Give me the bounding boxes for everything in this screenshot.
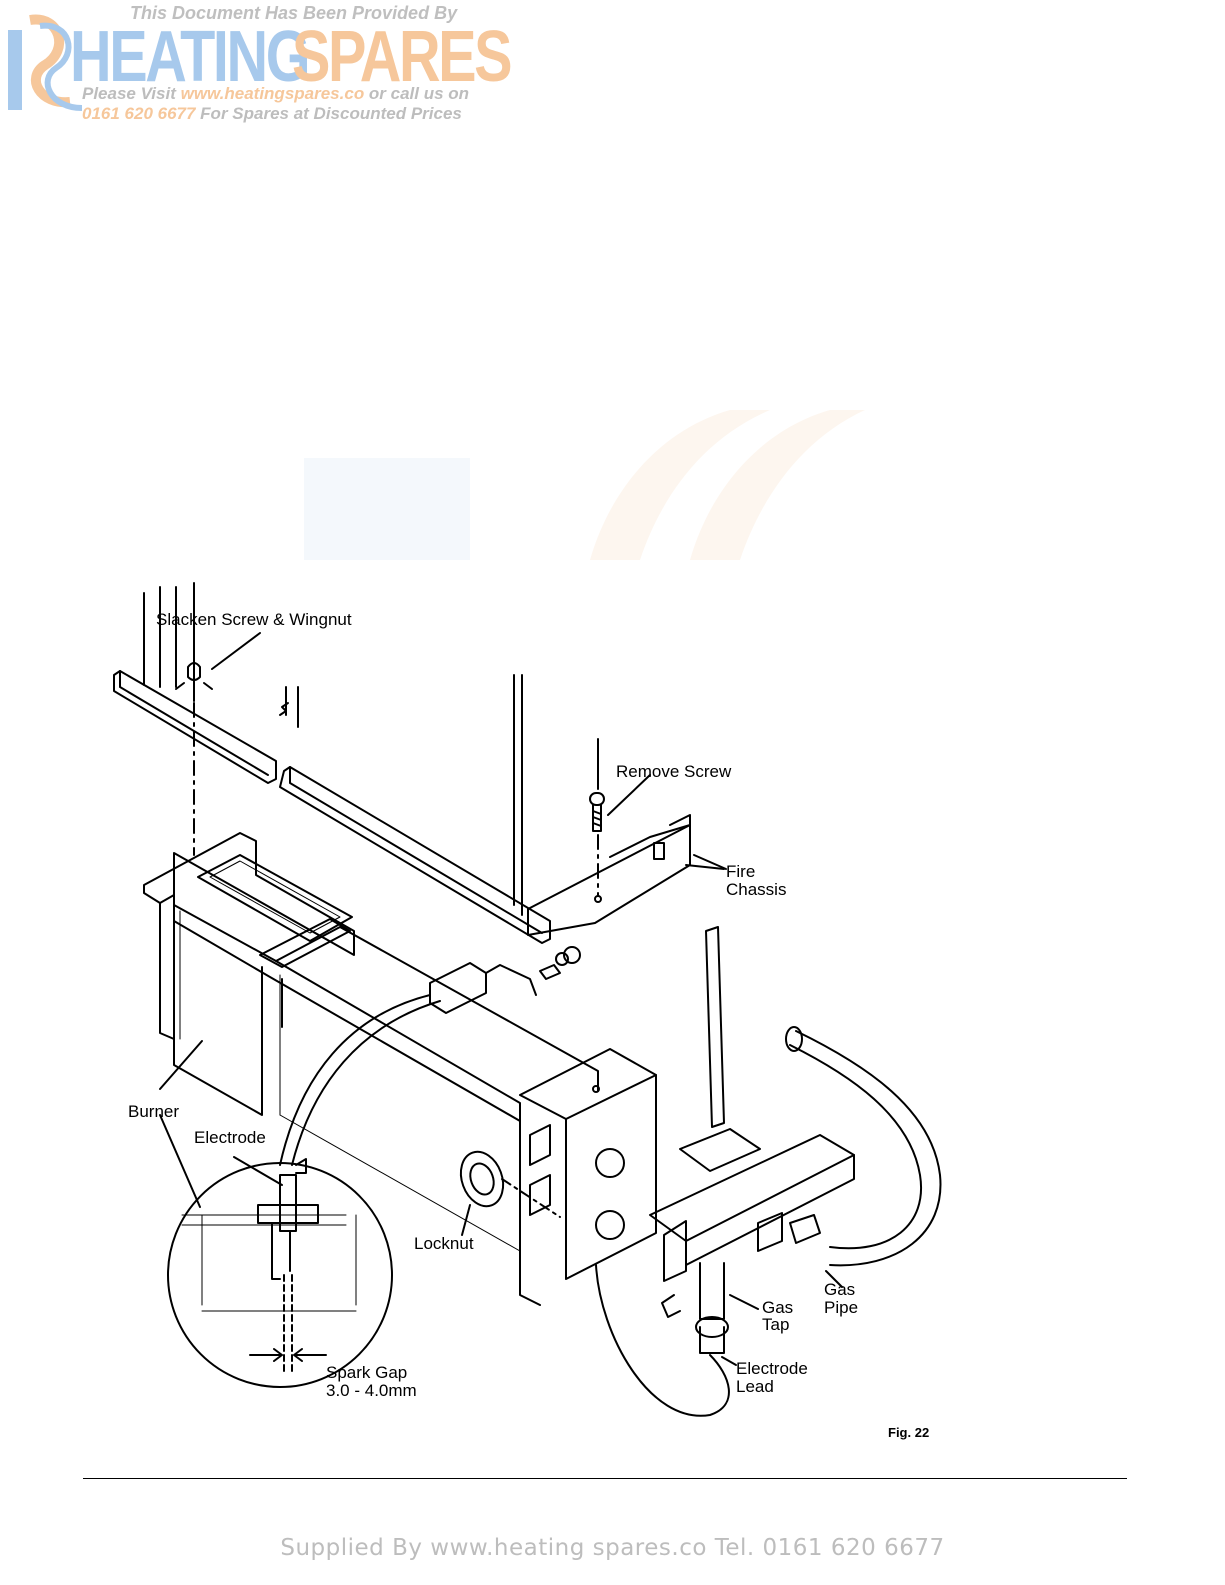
label-gas-pipe-line1: Gas xyxy=(824,1280,856,1299)
label-spark-gap-line2: 3.0 - 4.0mm xyxy=(326,1381,417,1400)
background-watermark-block xyxy=(304,458,470,560)
heating-spares-logo: HEATING SPARES xyxy=(0,10,513,120)
logo-heating-text: HEATING xyxy=(70,17,311,97)
label-electrode-lead-line2: Lead xyxy=(736,1377,774,1396)
phone-suffix: For Spares at Discounted Prices xyxy=(195,104,462,123)
hs-logo-icon xyxy=(8,14,83,111)
visit-suffix: or call us on xyxy=(364,84,470,103)
logo-spares-text: SPARES xyxy=(292,17,513,97)
diagram-drawing xyxy=(113,582,942,1417)
label-chassis: Chassis xyxy=(726,880,787,899)
wingnut-screw-icon xyxy=(175,662,213,702)
footer-divider xyxy=(83,1478,1127,1479)
label-gas-pipe-line2: Pipe xyxy=(824,1298,859,1317)
locknut-icon xyxy=(459,1150,505,1208)
footer-supplied-by: Supplied By www.heating spares.co Tel. 0… xyxy=(280,1535,945,1561)
label-electrode-lead-line1: Electrode xyxy=(736,1359,808,1378)
watermark-call-line: 0161 620 6677 For Spares at Discounted P… xyxy=(82,104,462,124)
watermark-phone: 0161 620 6677 xyxy=(82,104,196,123)
label-fire: Fire xyxy=(726,862,756,881)
visit-url[interactable]: www.heatingspares.co xyxy=(180,84,365,103)
label-slacken-screw-wingnut: Slacken Screw & Wingnut xyxy=(156,610,352,629)
watermark-visit-line: Please Visit www.heatingspares.co or cal… xyxy=(82,84,469,104)
label-gas-tap-line1: Gas xyxy=(762,1298,794,1317)
label-spark-gap-line1: Spark Gap xyxy=(326,1363,408,1382)
label-locknut: Locknut xyxy=(414,1234,474,1253)
label-electrode: Electrode xyxy=(194,1128,266,1147)
label-gas-tap-line2: Tap xyxy=(762,1315,790,1334)
remove-screw-icon xyxy=(589,792,605,832)
burner-assembly-diagram: Slacken Screw & Wingnut Remove Screw Fir… xyxy=(90,575,970,1455)
label-burner: Burner xyxy=(128,1102,180,1121)
visit-prefix: Please Visit xyxy=(82,84,181,103)
label-remove-screw: Remove Screw xyxy=(616,762,732,781)
watermark-header: This Document Has Been Provided By HEATI… xyxy=(0,0,513,125)
background-watermark-swoosh xyxy=(590,410,865,560)
figure-caption: Fig. 22 xyxy=(888,1425,930,1440)
watermark-provided-by: This Document Has Been Provided By xyxy=(130,3,458,23)
